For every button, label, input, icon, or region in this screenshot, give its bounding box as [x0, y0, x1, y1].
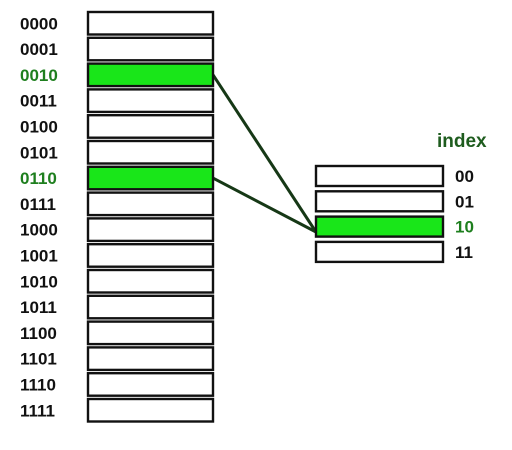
main-table-row: 0101: [20, 139, 215, 165]
main-table-row: 0111: [20, 191, 215, 217]
main-table-row: 0001: [20, 36, 215, 62]
main-table-row: 0100: [20, 113, 215, 139]
main-table-cell: [86, 36, 215, 62]
main-table-cell: [86, 294, 215, 320]
main-table-row-label: 0110: [20, 169, 57, 188]
main-table-row-label: 1000: [20, 221, 58, 240]
main-table-row-label: 0001: [20, 40, 58, 59]
index-table-cell: [314, 190, 445, 213]
main-table-cell: [86, 217, 215, 243]
index-table-row-label: 00: [455, 167, 474, 186]
main-table-row: 0011: [20, 88, 215, 114]
main-table-cell-highlighted: [86, 165, 215, 191]
main-table-cell-highlighted: [86, 62, 215, 88]
main-table-row-label: 0000: [20, 14, 58, 33]
index-table-row-label: 11: [455, 243, 473, 262]
main-table-row-label: 1101: [20, 350, 57, 369]
main-table-cell: [86, 242, 215, 268]
connector-line: [212, 176, 317, 234]
connector-lines: [211, 74, 318, 234]
main-table-row-label: 0100: [20, 117, 58, 136]
index-heading: index: [437, 131, 487, 152]
main-table-row-label: 1001: [20, 246, 58, 265]
main-table-row-label: 0111: [20, 195, 56, 214]
main-table-row-label: 1010: [20, 272, 58, 291]
main-table-row: 1110: [20, 372, 215, 397]
main-table-cell: [86, 113, 215, 139]
main-table-cell: [86, 10, 215, 36]
main-table-row: 0110: [20, 165, 215, 191]
main-table-row-label: 0101: [20, 143, 58, 162]
main-table-row: 1100: [20, 320, 215, 346]
main-table-row: 1000: [20, 217, 215, 243]
main-table-row-label: 1111: [20, 401, 55, 420]
index-table-cell-highlighted: [314, 215, 445, 238]
index-table-row: 00: [314, 164, 474, 188]
main-table-cell: [86, 346, 215, 372]
index-table: index 00 01 10 11: [314, 131, 487, 264]
main-table-row: 0010: [20, 62, 215, 88]
main-table-row: 1010: [20, 268, 215, 294]
main-table-cell: [86, 191, 215, 217]
main-table-cell: [86, 139, 215, 165]
main-table-cell: [86, 372, 215, 397]
main-table-row-label: 0011: [20, 92, 57, 111]
main-table-row-label: 0010: [20, 66, 58, 85]
index-table-row: 10: [314, 215, 474, 238]
main-table-cell: [86, 397, 215, 423]
main-table-row-label: 1100: [20, 324, 57, 343]
index-table-cell: [314, 164, 445, 188]
index-table-cell: [314, 240, 445, 264]
index-table-row-label: 01: [455, 192, 474, 211]
main-table-row: 0000: [20, 10, 215, 36]
main-table: 0000 0001 0010 0011 0100 0101 0110 0111 1000 1001…: [20, 10, 215, 423]
main-table-cell: [86, 320, 215, 346]
main-table-row: 1101: [20, 346, 215, 372]
connector-line: [211, 74, 318, 233]
index-table-row-label: 10: [455, 218, 474, 237]
main-table-row: 1011: [20, 294, 215, 320]
index-table-row: 11: [314, 240, 473, 264]
main-table-row: 1001: [20, 242, 215, 268]
main-table-cell: [86, 88, 215, 114]
main-table-cell: [86, 268, 215, 294]
main-table-row-label: 1110: [20, 375, 56, 394]
main-table-row-label: 1011: [20, 298, 57, 317]
index-table-row: 01: [314, 190, 474, 213]
main-table-row: 1111: [20, 397, 215, 423]
